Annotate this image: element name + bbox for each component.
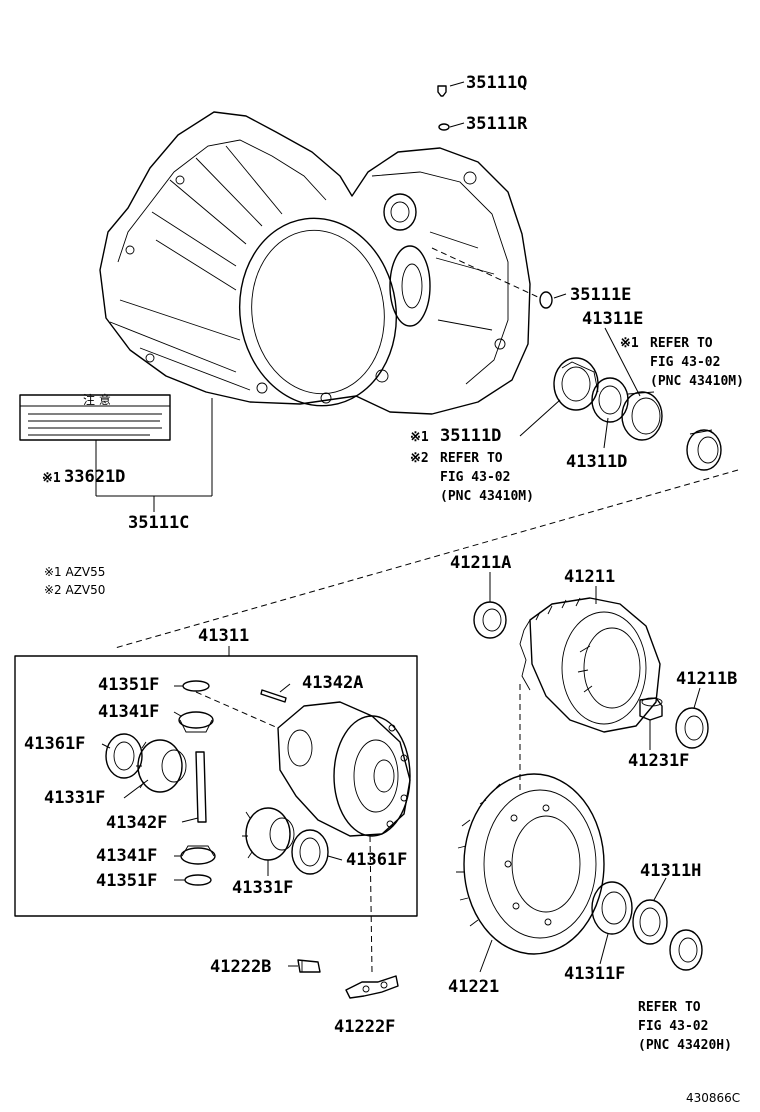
part-41311h-label: 41311H (640, 861, 701, 881)
part-41211-label: 41211 (564, 567, 615, 587)
mark-2-a: ※2 (410, 451, 429, 466)
side-gear-41331f-left-icon (136, 739, 187, 793)
mark-1-b: ※1 (410, 430, 429, 445)
right-leaders (479, 572, 701, 973)
part-41311f-label: 41311F (564, 964, 625, 984)
side-gear-41331f-bottom-icon (242, 807, 295, 861)
ring-gear-41221-icon (456, 773, 605, 955)
part-35111c-label: 35111C (128, 513, 189, 533)
washer-41361f-right-icon (291, 829, 329, 875)
washer-41361f-left-icon (105, 733, 143, 779)
driven-gear-41211-icon (519, 597, 661, 733)
part-41351f-top-label: 41351F (98, 675, 159, 695)
differential-case-icon (277, 701, 411, 837)
part-41351f-bottom-label: 41351F (96, 871, 157, 891)
part-41341f-top-label: 41341F (98, 702, 159, 722)
part-41222b-label: 41222B (210, 957, 271, 977)
pinion-gear-41341f-bottom-icon (180, 845, 216, 865)
part-41222f-label: 41222F (334, 1017, 395, 1037)
ref2-line2: FIG 43-02 (440, 470, 510, 485)
part-41211b-label: 41211B (676, 669, 737, 689)
upper-leaders (95, 81, 641, 512)
dashed-axis-diff (195, 691, 279, 729)
ref3-line1: REFER TO (638, 1000, 701, 1015)
bearing-43410m-icon (686, 429, 722, 471)
part-41311-label: 41311 (198, 626, 249, 646)
part-35111q-label: 35111Q (466, 73, 527, 93)
ref3-line2: FIG 43-02 (638, 1019, 708, 1034)
ref1-line3: (PNC 43410M) (650, 374, 744, 389)
legend-azv50: ※2 AZV50 (44, 583, 105, 597)
ref2-line3: (PNC 43410M) (440, 489, 534, 504)
washer-41351f-top-icon (182, 680, 210, 692)
pinion-shaft-41342f-icon (195, 751, 207, 823)
part-41361f-right-label: 41361F (346, 850, 407, 870)
bolt-35111q-icon (437, 85, 447, 97)
bolt-41222b-icon (297, 959, 321, 973)
pinion-gear-41341f-top-icon (178, 711, 214, 733)
bearing-race-43420h-icon (669, 929, 703, 971)
part-41231f-label: 41231F (628, 751, 689, 771)
bearing-41211a-icon (473, 601, 507, 639)
bearing-41311f-icon (591, 881, 633, 935)
o-ring-35111r-icon (438, 123, 450, 131)
ref3-line3: (PNC 43420H) (638, 1038, 732, 1053)
diff-leaders (101, 683, 343, 881)
part-41221-label: 41221 (448, 977, 499, 997)
figure-number: 430866C (686, 1091, 740, 1105)
caution-label-33621d-icon (19, 394, 171, 441)
part-35111d-label: 35111D (440, 426, 501, 446)
bearing-41211b-icon (675, 707, 709, 749)
differential-assembly-box (14, 655, 418, 917)
bearing-race-41311e-icon (621, 391, 663, 441)
spacer-41231f-icon (639, 697, 663, 721)
part-33621d-label: 33621D (64, 467, 125, 487)
part-41342f-label: 41342F (106, 813, 167, 833)
pin-41342a-icon (260, 689, 287, 703)
part-41311d-label: 41311D (566, 452, 627, 472)
part-41331f-left-label: 41331F (44, 788, 105, 808)
ref1-line1: REFER TO (650, 336, 713, 351)
part-41341f-bottom-label: 41341F (96, 846, 157, 866)
part-35111r-label: 35111R (466, 114, 528, 134)
part-41311e-label: 41311E (582, 309, 643, 329)
caution-label-title: 注 意 (83, 392, 111, 407)
shim-41311d-icon (591, 377, 629, 423)
washer-41351f-bottom-icon (184, 874, 212, 886)
transaxle-case (99, 111, 531, 415)
lock-plate-41222f-icon (345, 975, 399, 999)
part-41211a-label: 41211A (450, 553, 511, 573)
mark-1-a: ※1 (620, 336, 639, 351)
shim-41311h-icon (632, 899, 668, 945)
part-41361f-left-label: 41361F (24, 734, 85, 754)
leader-35111e-dashed (431, 247, 541, 299)
dashed-axis-bolt (369, 835, 373, 973)
legend-azv55: ※1 AZV55 (44, 565, 105, 579)
ref2-line1: REFER TO (440, 451, 503, 466)
plug-35111e-icon (539, 291, 553, 309)
part-35111e-label: 35111E (570, 285, 631, 305)
ref1-line2: FIG 43-02 (650, 355, 720, 370)
part-41342a-label: 41342A (302, 673, 363, 693)
part-41331f-bottom-label: 41331F (232, 878, 293, 898)
dashed-axis-upper (114, 469, 739, 649)
mark-1-c: ※1 (42, 471, 61, 486)
